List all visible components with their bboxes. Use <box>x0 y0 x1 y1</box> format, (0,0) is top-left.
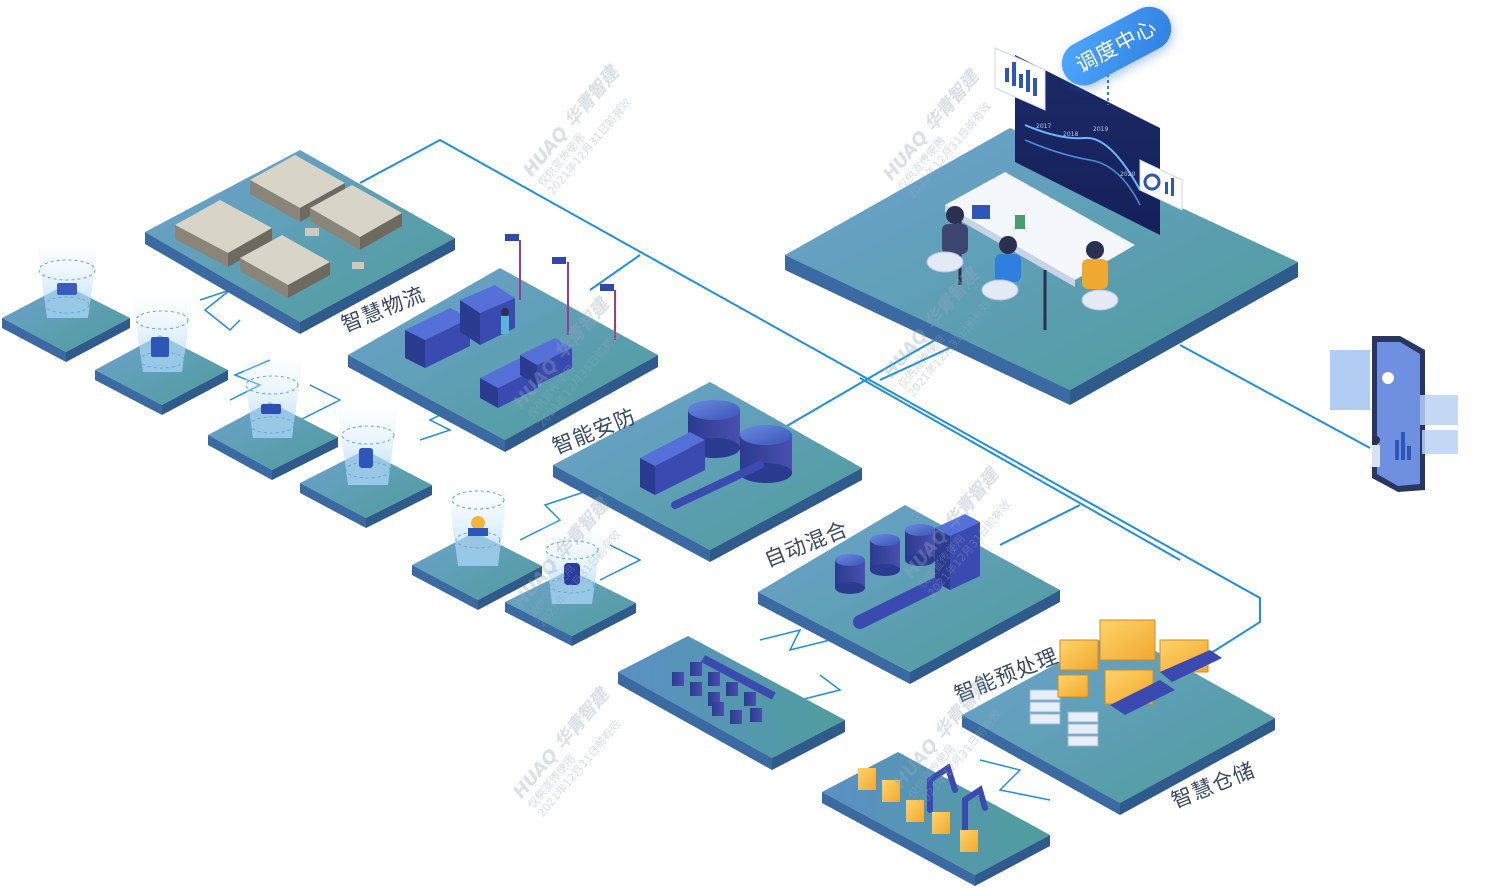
year-label: 2019 <box>1093 126 1108 133</box>
sensor-platform-monitor <box>95 280 228 415</box>
robot-arms <box>927 763 988 835</box>
platform-pretreatment <box>758 505 1060 684</box>
platform-security <box>348 234 658 452</box>
person-icon <box>946 206 964 224</box>
person-icon <box>1372 436 1380 444</box>
person-icon <box>999 236 1017 254</box>
sensor-platform-camera <box>208 340 338 480</box>
pretreat-tank-2 <box>870 534 900 576</box>
year-label: 2020 <box>1120 171 1135 178</box>
sensor-platform-badge <box>300 390 432 528</box>
dashboard-screen: 2017 2018 2019 2020 <box>1015 55 1160 235</box>
reactor-array <box>672 662 762 724</box>
sensor-platform-truck <box>2 230 130 362</box>
truck-icon <box>57 283 77 295</box>
warehouse-building-4 <box>240 235 330 298</box>
person-icon <box>1086 241 1104 259</box>
plant-icon <box>1015 215 1025 229</box>
platform-robotics <box>822 752 1050 886</box>
warehouse-building-2 <box>310 185 402 250</box>
year-label: 2017 <box>1036 123 1051 130</box>
monitor-icon <box>151 337 169 357</box>
mixing-panels <box>640 432 705 495</box>
year-label: 2018 <box>1063 131 1078 138</box>
platform-reactors <box>618 636 845 770</box>
platform-dispatch-center: 2017 2018 2019 2020 <box>785 47 1298 405</box>
camera-icon <box>261 404 281 414</box>
robot-boxes <box>858 768 978 852</box>
valve-icon <box>471 516 485 530</box>
gauge-card-icon <box>1139 159 1183 211</box>
mobile-phone <box>1330 336 1458 492</box>
pretreat-tank-1 <box>835 554 865 594</box>
pretreat-tank-3 <box>905 524 935 566</box>
chairs <box>926 251 1119 311</box>
worker-icon <box>501 308 509 316</box>
platform-warehouse <box>962 619 1275 815</box>
platform-mixing <box>553 382 862 562</box>
camera-pole-icon <box>505 234 519 241</box>
connector-lines <box>199 138 1371 801</box>
platform-logistics <box>145 150 455 334</box>
drum-icon <box>564 563 580 585</box>
sensor-platform-valve <box>412 470 542 610</box>
meeting-people <box>942 206 1108 289</box>
shelf-platforms <box>1110 650 1222 715</box>
sensor-platforms <box>2 230 636 646</box>
storage-racks <box>1029 689 1099 747</box>
badge-icon <box>359 448 373 468</box>
sensor-platform-drum <box>505 510 636 646</box>
cargo-stacks <box>1057 619 1209 705</box>
profile-card-icon <box>1330 350 1370 410</box>
bar-chart-card-icon <box>994 47 1046 111</box>
laptop-icon <box>972 205 990 219</box>
warehouse-building-3 <box>175 200 272 267</box>
